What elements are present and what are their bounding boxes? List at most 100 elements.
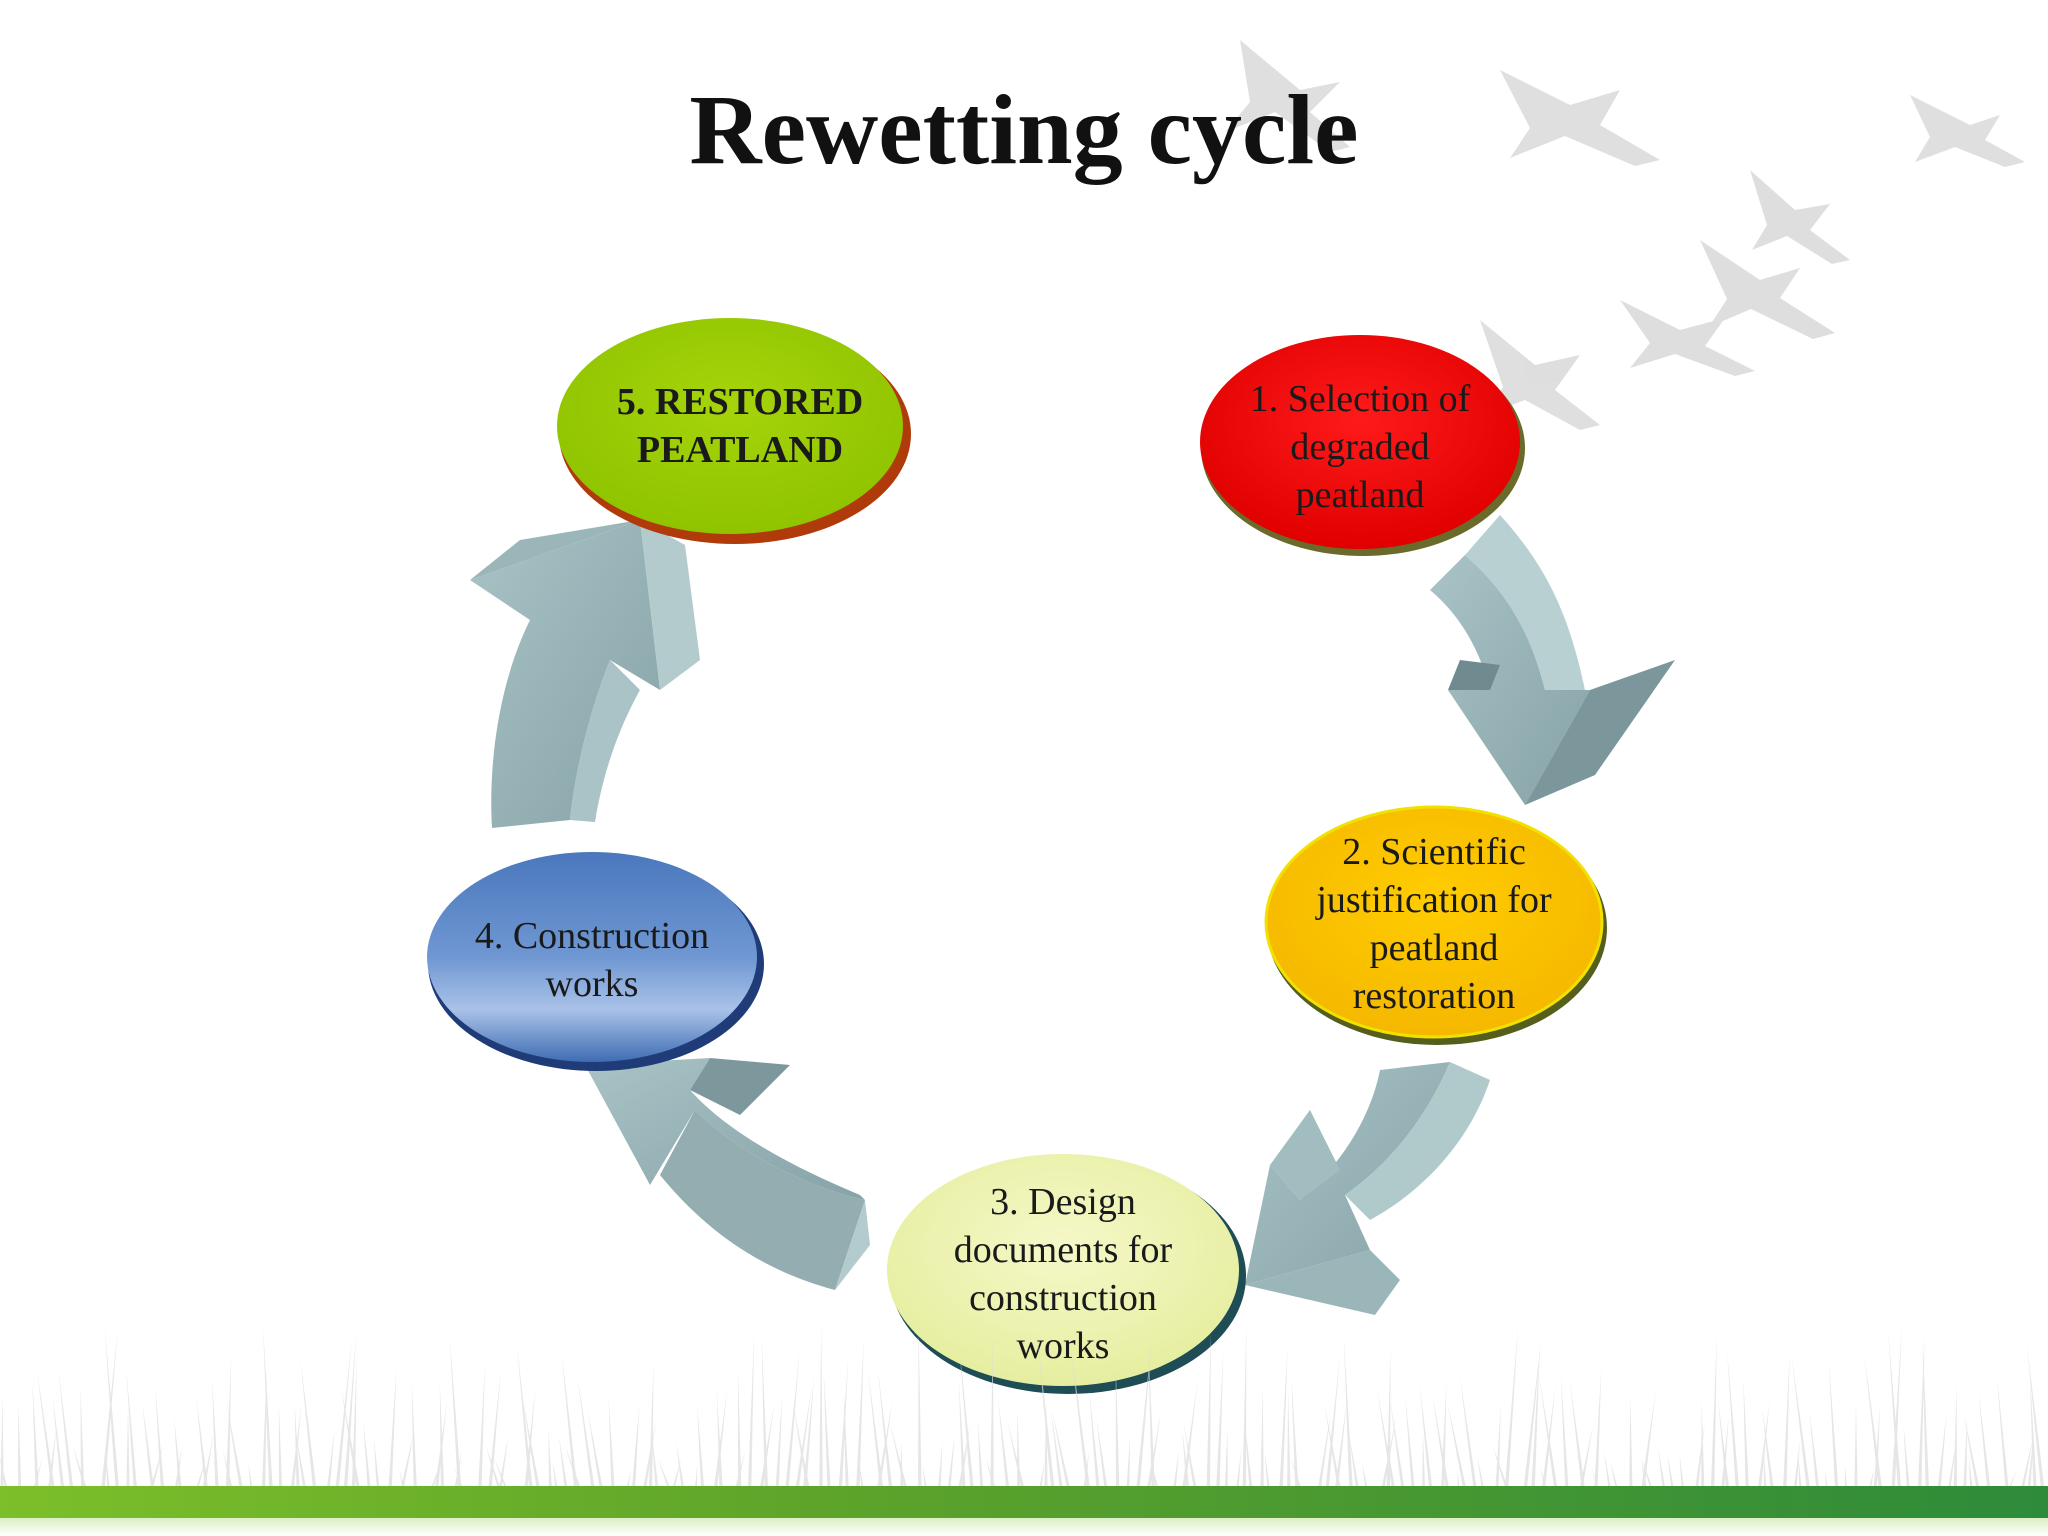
grass-blade [288, 1404, 302, 1510]
grass-blade [837, 1357, 849, 1510]
grass-blade [561, 1351, 580, 1510]
grass-blade [1854, 1403, 1858, 1510]
grass-blade [261, 1367, 267, 1510]
node-4-line-1: 4. Construction [474, 915, 710, 957]
grass-blade [1743, 1377, 1750, 1510]
grass-blade [877, 1368, 895, 1510]
grass-blade [340, 1386, 364, 1510]
grass-blade [485, 1444, 508, 1510]
grass-blade [1978, 1392, 1993, 1510]
grass-blade [522, 1389, 536, 1510]
grass-blade [1332, 1402, 1347, 1510]
grass-blade [516, 1343, 535, 1510]
grass-blade [1629, 1395, 1633, 1510]
grass-blade [1242, 1325, 1247, 1510]
grass-blade [577, 1376, 598, 1510]
grass-blade [1291, 1378, 1300, 1510]
grass-blade [868, 1371, 886, 1510]
grass-blade [918, 1326, 922, 1510]
grass-blade [1405, 1397, 1417, 1510]
node-3-line-3: construction [969, 1277, 1157, 1319]
node-3-line-1: 3. Design [990, 1181, 1136, 1223]
grass-blade [1521, 1343, 1541, 1510]
grass-blade [1324, 1403, 1345, 1510]
grass-blade [1917, 1334, 1925, 1510]
grass-blade [774, 1395, 783, 1510]
grass-blade [737, 1370, 742, 1510]
grass-blade [477, 1363, 485, 1510]
grass-blade [0, 1396, 4, 1510]
arrow-3-to-4 [585, 1058, 870, 1290]
node-5-shape [557, 318, 911, 544]
grass-blade [1530, 1342, 1541, 1510]
node-2-line-3: peatland [1369, 927, 1499, 969]
grass-blade [819, 1324, 823, 1510]
grass-blade [37, 1371, 58, 1510]
bird-icon [1750, 170, 1850, 264]
node-4-label: 4. Construction works [432, 910, 752, 1010]
grass-blade [651, 1429, 661, 1510]
grass-blade [1362, 1462, 1372, 1510]
grass-blade [432, 1401, 447, 1510]
grass-blade [977, 1418, 985, 1510]
arrow-2-to-3 [1245, 1062, 1490, 1315]
grass-blade [18, 1403, 22, 1510]
grass-blade [1782, 1352, 1790, 1510]
grass-blade [761, 1337, 769, 1510]
grass-blade [1503, 1325, 1518, 1510]
grass-blade [1323, 1356, 1340, 1510]
grass-blade [1701, 1400, 1705, 1510]
grass-blade [1244, 1419, 1255, 1510]
grass-blade [1390, 1400, 1408, 1510]
grass-blade [1996, 1376, 2011, 1510]
grass-blade [1044, 1401, 1048, 1510]
grass-blade [333, 1341, 352, 1510]
grass-blade [399, 1468, 409, 1510]
grass-blade [1149, 1457, 1165, 1510]
grass-blade [1050, 1409, 1066, 1510]
grass-blade [1761, 1407, 1777, 1510]
grass-blade [411, 1382, 418, 1510]
node-3-label: 3. Design documents for construction wor… [888, 1176, 1238, 1372]
grass-blade [1115, 1360, 1120, 1510]
grass-blade [1314, 1413, 1331, 1510]
node-2-line-2: justification for [1316, 879, 1552, 921]
grass-blade [32, 1381, 40, 1510]
arrow-4-to-5 [470, 520, 700, 828]
grass-blade [212, 1379, 220, 1510]
grass-blade [697, 1404, 706, 1510]
grass-blade [126, 1407, 130, 1510]
grass-blade [449, 1335, 463, 1510]
page-title: Rewetting cycle [689, 74, 1359, 185]
grass-blade [958, 1380, 967, 1510]
grass-blade [873, 1399, 893, 1510]
grass-blade [439, 1381, 445, 1510]
grass-blade [716, 1390, 724, 1510]
grass-blade [294, 1402, 301, 1510]
grass-blade [155, 1387, 166, 1510]
grass-blade [454, 1466, 472, 1510]
grass-blade [1432, 1396, 1453, 1510]
node-2-line-4: restoration [1352, 975, 1516, 1017]
grass-blade [342, 1330, 357, 1510]
grass-blade [1560, 1375, 1570, 1510]
grass-blade [1888, 1330, 1903, 1510]
grass-blade [855, 1337, 864, 1510]
node-1-line-1: 1. Selection of [1249, 378, 1471, 420]
node-5-label: 5. RESTORED PEATLAND [580, 376, 900, 476]
node-2-shape [1264, 805, 1607, 1045]
grass-blade [1569, 1380, 1588, 1510]
grass-blade [998, 1397, 1012, 1510]
grass-blade [1134, 1336, 1152, 1510]
grass-blade [1215, 1351, 1224, 1510]
grass-blade [648, 1362, 654, 1510]
node-5-line-2: PEATLAND [636, 429, 844, 471]
grass-blade [1179, 1381, 1198, 1510]
grass-blade [959, 1345, 976, 1510]
node-3-line-2: documents for [953, 1229, 1173, 1271]
grass-blade [1935, 1412, 1947, 1510]
